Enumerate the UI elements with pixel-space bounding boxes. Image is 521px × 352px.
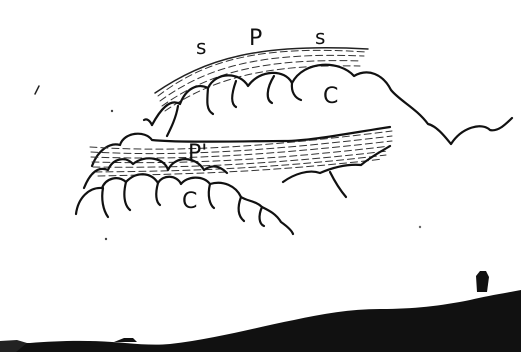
label-p-prime: P'	[188, 141, 207, 166]
label-c-upper: C	[323, 84, 338, 109]
ground-silhouette	[0, 271, 521, 352]
label-s-left: s	[196, 35, 206, 59]
label-s-right: s	[315, 25, 325, 49]
label-p-top: P	[249, 26, 262, 51]
label-c-lower: C	[182, 189, 197, 214]
lower-cumulus-cloud	[76, 172, 346, 234]
